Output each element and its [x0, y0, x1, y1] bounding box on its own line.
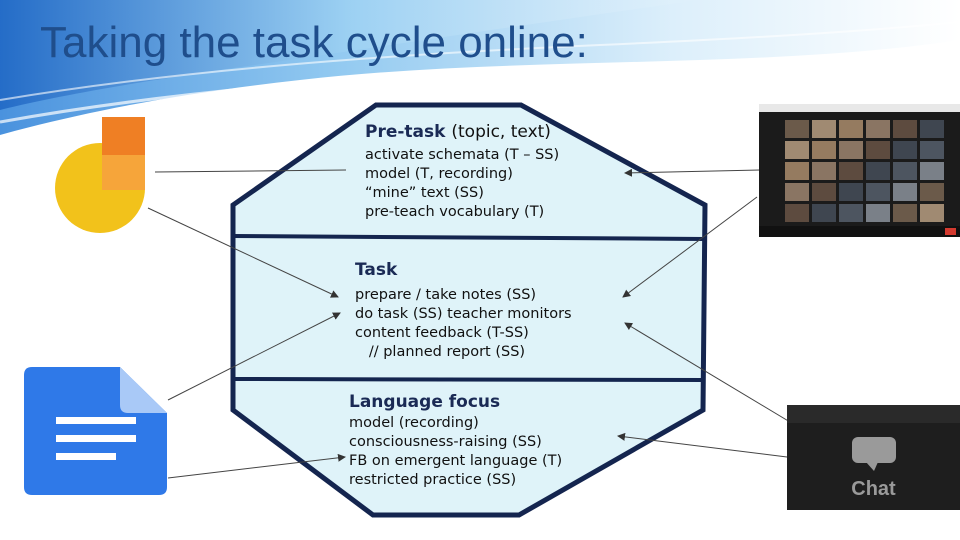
octagon-divider-1: [232, 234, 706, 241]
participant-tile: [812, 120, 836, 138]
arrow-chat-language: [617, 432, 788, 458]
arrow-zoom-pretask: [624, 168, 761, 177]
participant-tile: [920, 204, 944, 222]
zoom-gallery-thumbnail: [759, 104, 960, 237]
participant-tile: [893, 120, 917, 138]
task-line: prepare / take notes (SS): [355, 287, 537, 303]
arrow-chat-task: [624, 322, 801, 429]
participant-tile: [920, 141, 944, 159]
participant-tile: [893, 162, 917, 180]
participant-tile: [785, 162, 809, 180]
zoom-title-bar: [759, 104, 960, 112]
participant-tile: [812, 141, 836, 159]
participant-tile: [839, 204, 863, 222]
participant-tile: [839, 183, 863, 201]
participant-tile: [785, 183, 809, 201]
task-line: content feedback (T-SS): [355, 325, 529, 341]
language-focus-line: restricted practice (SS): [349, 472, 517, 488]
zoom-toolbar: [759, 226, 960, 237]
language-focus-line: model (recording): [349, 415, 479, 431]
participant-tile: [812, 162, 836, 180]
arrow-docs-task: [167, 312, 341, 401]
pretask-heading-note: (topic, text): [451, 122, 551, 142]
arrow-jamboard-pretask: [154, 169, 347, 173]
participant-tile: [839, 162, 863, 180]
participant-tile: [839, 141, 863, 159]
participant-tile: [866, 183, 890, 201]
chat-label: Chat: [851, 478, 896, 500]
participant-tile: [866, 162, 890, 180]
language-focus-line: FB on emergent language (T): [349, 453, 563, 469]
arrow-zoom-task: [622, 196, 758, 298]
language-focus-section: Language focus model (recording) conscio…: [349, 392, 562, 490]
pretask-heading: Pre-task (topic, text): [365, 122, 559, 142]
participant-tile: [866, 120, 890, 138]
pretask-heading-title: Pre-task: [365, 122, 446, 142]
participant-tile: [920, 120, 944, 138]
participant-tile: [893, 141, 917, 159]
google-docs-icon: [24, 367, 167, 495]
participant-tile: [812, 204, 836, 222]
chat-panel: Chat: [787, 405, 960, 510]
participant-tile: [920, 183, 944, 201]
zoom-end-button: [945, 228, 956, 235]
language-focus-line: consciousness-raising (SS): [349, 434, 542, 450]
task-line: // planned report (SS): [355, 344, 526, 360]
chat-icon: [852, 437, 896, 471]
participant-tile: [812, 183, 836, 201]
participant-tile: [866, 141, 890, 159]
jamboard-icon: [55, 117, 145, 233]
pretask-section: Pre-task (topic, text) activate schemata…: [365, 122, 559, 222]
zoom-participant-grid: [759, 120, 960, 237]
pretask-line: “mine” text (SS): [365, 185, 484, 201]
chat-top-band: [787, 405, 960, 423]
participant-tile: [893, 204, 917, 222]
octagon-divider-2: [232, 377, 705, 382]
pretask-line: pre-teach vocabulary (T): [365, 204, 545, 220]
pretask-line: model (T, recording): [365, 166, 513, 182]
arrow-jamboard-task: [147, 207, 339, 298]
pretask-line: activate schemata (T – SS): [365, 147, 560, 163]
participant-tile: [839, 120, 863, 138]
arrow-docs-language: [167, 453, 346, 479]
participant-tile: [785, 204, 809, 222]
participant-tile: [893, 183, 917, 201]
octagon-shape: [230, 102, 708, 518]
participant-tile: [866, 204, 890, 222]
task-heading: Task: [355, 260, 398, 280]
language-focus-heading: Language focus: [349, 392, 501, 412]
participant-tile: [785, 141, 809, 159]
slide-title: Taking the task cycle online:: [40, 18, 588, 67]
task-line: do task (SS) teacher monitors: [355, 306, 572, 322]
participant-tile: [920, 162, 944, 180]
participant-tile: [785, 120, 809, 138]
task-section: Task prepare / take notes (SS) do task (…: [355, 260, 572, 362]
